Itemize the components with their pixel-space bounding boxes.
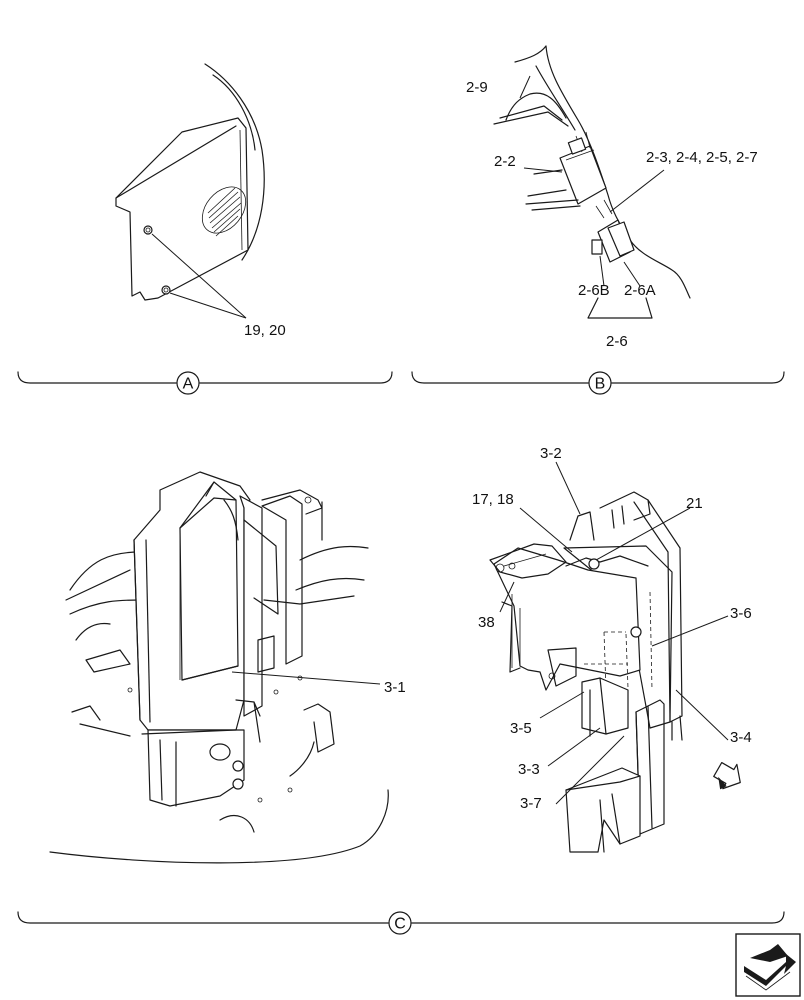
label-2-6: 2-6	[606, 333, 628, 350]
label-2-3-2-4-2-5-2-7: 2-3, 2-4, 2-5, 2-7	[646, 149, 758, 166]
label-19-20: 19, 20	[244, 322, 286, 339]
label-2-9: 2-9	[466, 79, 488, 96]
label-2-6a: 2-6A	[624, 282, 656, 299]
label-17-18: 17, 18	[472, 491, 514, 508]
label-3-4: 3-4	[730, 729, 752, 746]
panel-c-left-console	[49, 471, 389, 864]
next-page-arrow-icon[interactable]	[735, 933, 801, 997]
label-3-2: 3-2	[540, 445, 562, 462]
label-2-6b: 2-6B	[578, 282, 610, 299]
label-3-1: 3-1	[384, 679, 406, 696]
section-c-bracket	[17, 911, 785, 935]
label-21: 21	[686, 495, 703, 512]
label-2-2: 2-2	[494, 153, 516, 170]
label-38: 38	[478, 614, 495, 631]
direction-arrow-icon	[713, 761, 741, 790]
label-3-3: 3-3	[518, 761, 540, 778]
panel-b-harness-assembly	[493, 45, 691, 319]
section-a-label: A	[183, 376, 194, 393]
panel-a-cover-plate	[115, 63, 265, 319]
panel-c-right-bracket-assembly	[489, 461, 729, 853]
section-b-label: B	[595, 376, 606, 393]
section-b-bracket	[411, 371, 785, 395]
section-a-bracket	[17, 371, 393, 395]
section-c-label: C	[394, 916, 406, 933]
label-3-5: 3-5	[510, 720, 532, 737]
label-3-7: 3-7	[520, 795, 542, 812]
label-3-6: 3-6	[730, 605, 752, 622]
